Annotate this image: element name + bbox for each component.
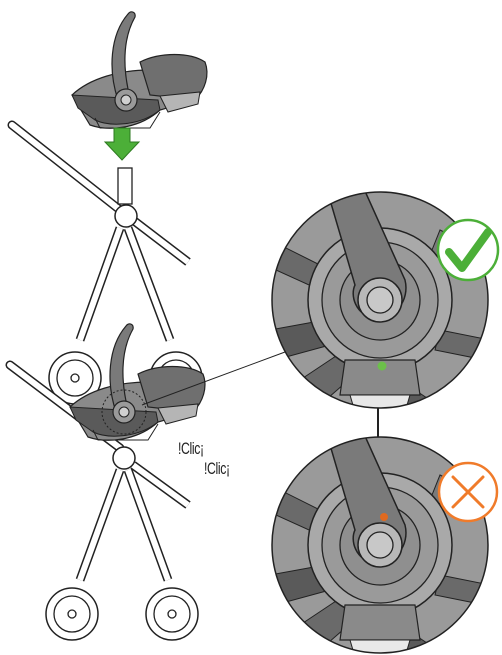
top-stroller-frame bbox=[7, 120, 191, 342]
bottom-rear-wheel bbox=[45, 587, 99, 641]
bottom-front-wheel bbox=[145, 587, 199, 641]
arrow-down-icon bbox=[103, 127, 141, 161]
click-sound-label-2: !Clic¡ bbox=[204, 459, 230, 478]
check-mark-icon bbox=[436, 218, 500, 282]
detail-correct bbox=[271, 191, 489, 409]
cross-mark-icon bbox=[437, 461, 499, 523]
green-indicator-dot bbox=[377, 361, 387, 371]
top-car-seat bbox=[71, 11, 208, 129]
detail-incorrect bbox=[271, 436, 489, 654]
click-sound-label-1: !Clic¡ bbox=[178, 439, 204, 458]
zoom-connector-line bbox=[141, 351, 286, 406]
zoom-focus-ring bbox=[101, 389, 147, 435]
orange-indicator-dot bbox=[380, 513, 388, 521]
